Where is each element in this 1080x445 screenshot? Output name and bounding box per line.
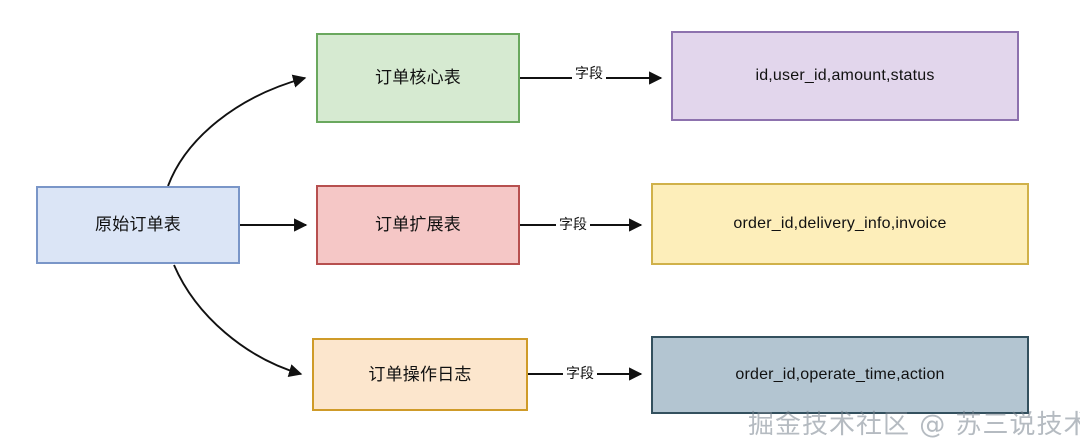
watermark: 掘金技术社区 @ 苏三说技术 [748,410,1080,440]
edge-label-log-fields: 字段 [563,366,597,380]
edge-source-to-core [167,74,307,187]
node-source-order-table[interactable]: 原始订单表 [36,186,240,264]
node-core-fields[interactable]: id,user_id,amount,status [671,31,1019,121]
node-extension-fields-label: order_id,delivery_info,invoice [733,215,947,232]
node-source-order-table-label: 原始订单表 [95,215,181,235]
node-log-fields-label: order_id,operate_time,action [735,366,945,383]
edge-label-extension-fields: 字段 [556,217,590,231]
node-order-core-table[interactable]: 订单核心表 [316,33,520,123]
node-log-fields[interactable]: order_id,operate_time,action [651,336,1029,414]
node-order-extension-table-label: 订单扩展表 [375,215,461,235]
node-order-core-table-label: 订单核心表 [375,68,461,88]
edge-source-to-log [173,264,303,378]
edge-label-core-fields: 字段 [572,66,606,80]
node-order-operation-log-label: 订单操作日志 [368,364,472,384]
node-order-operation-log[interactable]: 订单操作日志 [312,338,528,411]
node-order-extension-table[interactable]: 订单扩展表 [316,185,520,265]
node-extension-fields[interactable]: order_id,delivery_info,invoice [651,183,1029,265]
node-core-fields-label: id,user_id,amount,status [755,67,935,84]
